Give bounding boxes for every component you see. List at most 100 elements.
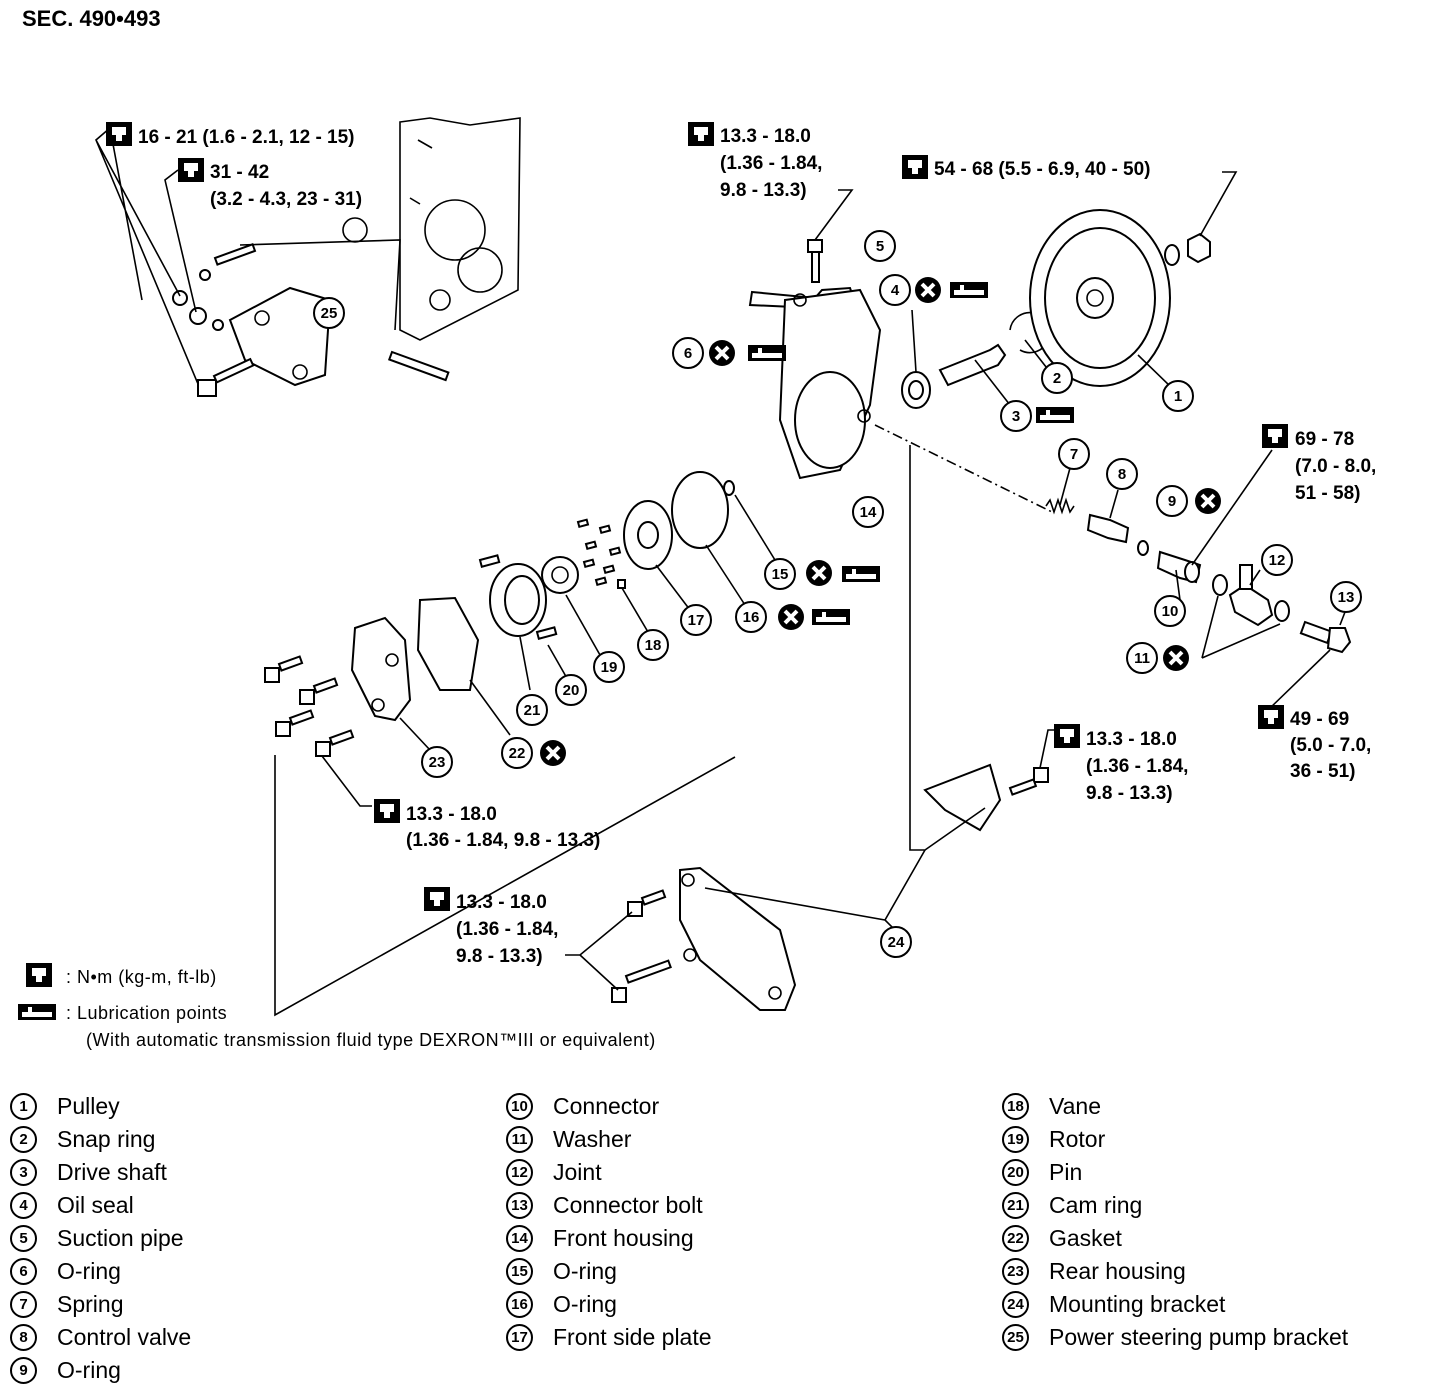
part-number: 23 bbox=[1002, 1258, 1029, 1285]
part-number: 5 bbox=[10, 1225, 37, 1252]
torque-spec: 51 - 58) bbox=[1295, 483, 1360, 504]
part-name: Front housing bbox=[553, 1225, 694, 1251]
list-item: 20 Pin bbox=[1002, 1156, 1348, 1189]
torque-spec: (1.36 - 1.84, bbox=[720, 153, 822, 174]
callout-11: 11 bbox=[1126, 642, 1158, 674]
rear-housing bbox=[350, 616, 412, 722]
svg-text:19: 19 bbox=[601, 659, 618, 676]
callout-12: 12 bbox=[1261, 544, 1293, 576]
part-number: 13 bbox=[506, 1192, 533, 1219]
torque-spec: (3.2 - 4.3, 23 - 31) bbox=[210, 189, 362, 210]
list-item: 2 Snap ring bbox=[10, 1123, 191, 1156]
svg-text:5: 5 bbox=[876, 238, 884, 255]
svg-text:2: 2 bbox=[1053, 370, 1061, 387]
lube-icon bbox=[748, 345, 786, 361]
svg-text:18: 18 bbox=[645, 637, 662, 654]
control-valve bbox=[1086, 513, 1130, 544]
front-housing bbox=[778, 288, 882, 480]
callout-24: 24 bbox=[880, 926, 912, 958]
svg-text:8: 8 bbox=[1118, 466, 1126, 483]
gasket bbox=[416, 596, 480, 691]
part-number: 1 bbox=[10, 1093, 37, 1120]
part-name: O-ring bbox=[57, 1258, 121, 1284]
lube-icon bbox=[18, 1004, 56, 1020]
lube-icon bbox=[812, 609, 850, 625]
svg-text:21: 21 bbox=[524, 702, 541, 719]
pulley-washer-nut bbox=[1164, 232, 1211, 266]
no-reuse-icon bbox=[804, 558, 834, 588]
section-title: SEC. 490•493 bbox=[22, 6, 161, 31]
no-reuse-icon bbox=[776, 602, 806, 632]
o-ring-9 bbox=[1137, 540, 1149, 556]
part-number: 10 bbox=[506, 1093, 533, 1120]
torque-spec: 13.3 - 18.0 bbox=[720, 126, 811, 147]
torque-icon bbox=[902, 155, 928, 179]
washers bbox=[1212, 574, 1290, 622]
svg-text:13: 13 bbox=[1338, 589, 1355, 606]
torque-icon bbox=[1054, 724, 1080, 748]
svg-text:3: 3 bbox=[1012, 408, 1020, 425]
svg-text:11: 11 bbox=[1134, 650, 1150, 667]
torque-spec: 36 - 51) bbox=[1290, 761, 1355, 782]
part-number: 9 bbox=[10, 1357, 37, 1384]
callout-21: 21 bbox=[516, 694, 548, 726]
list-item: 1 Pulley bbox=[10, 1090, 191, 1123]
part-name: Connector bolt bbox=[553, 1192, 703, 1218]
part-name: Snap ring bbox=[57, 1126, 156, 1152]
part-name: Connector bbox=[553, 1093, 660, 1119]
lube-icon bbox=[842, 566, 880, 582]
part-name: Washer bbox=[553, 1126, 632, 1152]
part-number: 7 bbox=[10, 1291, 37, 1318]
mounting-bracket bbox=[679, 763, 1002, 1011]
cam-ring bbox=[489, 563, 547, 637]
torque-spec: 13.3 - 18.0 bbox=[406, 804, 497, 825]
torque-icon bbox=[688, 122, 714, 146]
callout-5: 5 bbox=[864, 230, 896, 262]
part-number: 2 bbox=[10, 1126, 37, 1153]
callout-9: 9 bbox=[1156, 485, 1188, 517]
part-number: 6 bbox=[10, 1258, 37, 1285]
part-name: Suction pipe bbox=[57, 1225, 184, 1251]
list-item: 5 Suction pipe bbox=[10, 1222, 191, 1255]
no-reuse-icon bbox=[1161, 643, 1191, 673]
front-side-plate bbox=[623, 500, 673, 570]
callout-7: 7 bbox=[1058, 438, 1090, 470]
spring bbox=[1045, 497, 1075, 515]
rotor bbox=[541, 556, 579, 594]
torque-spec: (7.0 - 8.0, bbox=[1295, 456, 1376, 477]
torque-spec: 9.8 - 13.3) bbox=[720, 180, 807, 201]
legend-lube-note: (With automatic transmission fluid type … bbox=[86, 1030, 656, 1050]
list-item: 6 O-ring bbox=[10, 1255, 191, 1288]
no-reuse-icon bbox=[913, 275, 943, 305]
callout-17: 17 bbox=[680, 604, 712, 636]
drive-shaft bbox=[938, 343, 1007, 387]
callout-13: 13 bbox=[1330, 581, 1362, 613]
part-number: 25 bbox=[1002, 1324, 1029, 1351]
svg-text:24: 24 bbox=[888, 934, 905, 951]
part-name: Pulley bbox=[57, 1093, 120, 1119]
torque-spec: 9.8 - 13.3) bbox=[456, 946, 543, 967]
callout-22: 22 bbox=[501, 737, 533, 769]
callout-8: 8 bbox=[1106, 458, 1138, 490]
part-name: Pin bbox=[1049, 1159, 1083, 1185]
torque-icon bbox=[26, 963, 52, 987]
lube-icon bbox=[1036, 407, 1074, 423]
part-number: 4 bbox=[10, 1192, 37, 1219]
svg-text:4: 4 bbox=[891, 282, 900, 299]
part-number: 21 bbox=[1002, 1192, 1029, 1219]
part-number: 20 bbox=[1002, 1159, 1029, 1186]
torque-icon bbox=[1262, 424, 1288, 448]
oil-seal bbox=[901, 371, 931, 409]
torque-icon bbox=[106, 122, 132, 146]
